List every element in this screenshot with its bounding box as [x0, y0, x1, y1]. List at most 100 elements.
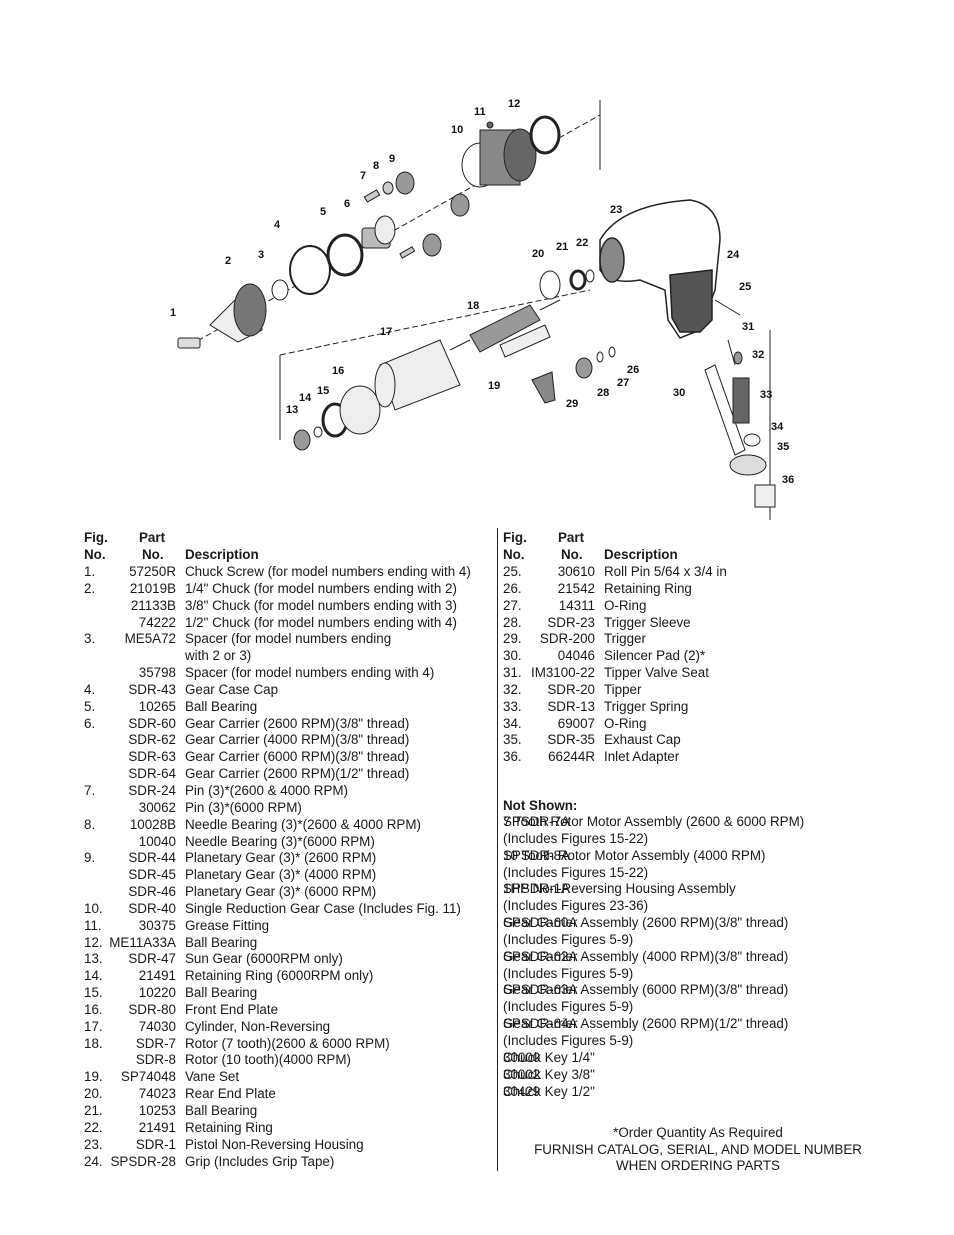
fig-number: 35.: [503, 732, 522, 748]
pistol-housing-part: [599, 199, 721, 339]
part-number: SPSDR-62A: [503, 948, 578, 964]
fig-number: 18.: [84, 1035, 103, 1051]
part-number: ME11A33A: [109, 934, 176, 950]
part-number: SDR-20: [547, 681, 595, 697]
part-description: Silencer Pad (2)*: [604, 648, 706, 664]
retaining-ring-part: [585, 269, 595, 283]
callout-33: 33: [760, 389, 772, 401]
table-row: (Includes Figures 5-9): [503, 966, 933, 983]
part-description: Ball Bearing: [185, 698, 258, 714]
fig-number: 16.: [84, 1001, 103, 1017]
exhaust-cap-part: [729, 454, 767, 476]
part-description: Grip (Includes Grip Tape): [185, 1153, 335, 1169]
part-number: SDR-35: [547, 732, 595, 748]
part-description: 7 Tooth Rotor Motor Assembly (2600 & 600…: [503, 814, 805, 829]
header-fig-top: Fig.: [84, 530, 108, 545]
inlet-adapter-part: [754, 484, 776, 508]
part-description: (Includes Figures 15-22): [503, 864, 649, 880]
callout-13: 13: [286, 404, 298, 416]
callout-16: 16: [332, 365, 344, 377]
part-description: Single Reduction Gear Case (Includes Fig…: [185, 900, 461, 916]
part-number: 74222: [138, 614, 176, 630]
spacer-part: [271, 279, 289, 301]
part-number: 30062: [138, 799, 176, 815]
table-row: (Includes Figures 23-36): [503, 898, 933, 915]
header-description: Description: [604, 547, 678, 562]
part-number: 35798: [138, 665, 176, 681]
tipper-part: [733, 351, 743, 365]
chuck-part: [209, 283, 267, 343]
part-description: Vane Set: [185, 1069, 240, 1085]
part-description: Trigger Sleeve: [604, 614, 691, 630]
fig-number: 5.: [84, 698, 96, 714]
part-number: 10253: [138, 1103, 176, 1118]
part-number: 30610: [557, 564, 595, 579]
ordering-note: *Order Quantity As Required FURNISH CATA…: [500, 1125, 896, 1175]
sun-gear-part: [293, 429, 311, 451]
callout-28: 28: [597, 387, 609, 399]
callout-18: 18: [467, 300, 479, 312]
part-description: Gear Carrier (6000 RPM)(3/8" thread): [185, 749, 410, 765]
part-number: 14311: [558, 597, 595, 613]
trigger-sleeve-part: [575, 357, 593, 379]
part-description: Gear Carrier Assembly (6000 RPM)(3/8" th…: [503, 982, 789, 998]
part-description: 10 Tooth Rotor Motor Assembly (4000 RPM): [503, 847, 766, 863]
part-description: Pistol Non-Reversing Housing: [185, 1136, 364, 1152]
cylinder-part: [374, 339, 461, 411]
part-description: (Includes Figures 23-36): [503, 898, 649, 914]
callout-7: 7: [360, 170, 366, 182]
callout-12: 12: [508, 98, 520, 110]
retaining-ring-part: [313, 426, 323, 438]
part-description: Tipper: [604, 681, 642, 697]
retaining-ring-part: [608, 346, 616, 358]
part-description: Ball Bearing: [185, 934, 258, 950]
fig-number: 21.: [84, 1103, 103, 1118]
ball-bearing-part: [326, 233, 364, 277]
callout-1: 1: [170, 307, 176, 319]
callout-24: 24: [727, 249, 740, 261]
header-part-top: Part: [558, 530, 585, 545]
part-number: 21133B: [130, 597, 176, 613]
furnish-instruction-line1: FURNISH CATALOG, SERIAL, AND MODEL NUMBE…: [534, 1141, 862, 1157]
part-description: (Includes Figures 15-22): [503, 830, 649, 846]
column-divider: [497, 528, 498, 1171]
exploded-view-diagram: 1 2 3 4 5 6 7 8 9 10 11 12 13 14 15 16 1…: [170, 98, 794, 520]
part-description: O-Ring: [604, 715, 647, 731]
callout-9: 9: [389, 153, 395, 165]
part-description: Trigger: [604, 631, 646, 647]
part-description: Rear End Plate: [185, 1086, 276, 1102]
part-description: Retaining Ring (6000RPM only): [185, 968, 374, 984]
front-end-plate-part: [339, 385, 381, 435]
part-description: Gear Carrier (2600 RPM)(3/8" thread): [185, 715, 410, 731]
rear-end-plate-part: [539, 270, 561, 300]
callout-25: 25: [739, 281, 751, 293]
part-description: Spacer (for model numbers ending: [185, 631, 392, 647]
o-ring-part: [596, 351, 604, 363]
part-description: Gear Carrier (4000 RPM)(3/8" thread): [185, 732, 410, 748]
callout-3: 3: [258, 249, 264, 261]
part-number: SDR-46: [128, 884, 176, 900]
part-description: Pin (3)*(2600 & 4000 RPM): [185, 782, 348, 798]
